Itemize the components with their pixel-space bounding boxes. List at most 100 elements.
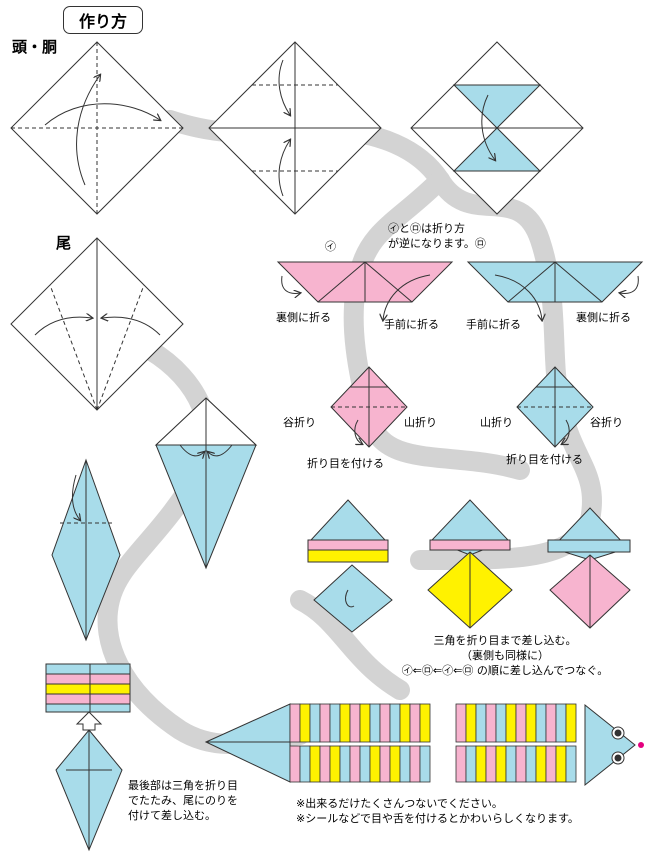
body-segment xyxy=(399,745,411,783)
body-segment xyxy=(505,745,517,783)
tail-note-line2: でたたみ、尾にのりを xyxy=(128,794,238,807)
body-segment xyxy=(475,745,487,783)
body-segment xyxy=(359,703,371,743)
assembly-right xyxy=(547,507,631,629)
assembly-middle xyxy=(427,499,513,629)
body-segment xyxy=(525,703,537,743)
body-segment xyxy=(379,745,391,783)
small-diamond-pink xyxy=(330,366,408,448)
body-segment xyxy=(419,703,431,743)
tail-kite-fold xyxy=(154,397,258,570)
step-diamond-2 xyxy=(208,41,382,215)
body-segment xyxy=(379,703,391,743)
body-segment xyxy=(309,745,321,783)
body-segment xyxy=(349,745,361,783)
body-segment xyxy=(369,745,381,783)
body-segment xyxy=(339,745,351,783)
insert-note-line1: 三角を折り目まで差し込む。 xyxy=(433,634,577,647)
label-valley-right: 谷折り xyxy=(590,416,623,429)
tail-diamond xyxy=(10,237,184,411)
body-segment xyxy=(369,703,381,743)
body-segment xyxy=(505,703,517,743)
section-head-body: 頭・胴 xyxy=(12,38,58,56)
body-segment xyxy=(339,703,351,743)
body-segment xyxy=(349,703,361,743)
tail-long-kite xyxy=(51,458,121,642)
body-segment xyxy=(495,745,507,783)
section-tail: 尾 xyxy=(56,234,72,252)
body-segment xyxy=(329,745,341,783)
body-segment xyxy=(289,745,301,783)
body-segment xyxy=(535,745,547,783)
body-segment xyxy=(565,745,577,783)
centipede-tail-spike xyxy=(204,703,291,783)
body-segment xyxy=(545,703,557,743)
triangle-blue xyxy=(466,261,644,320)
label-front-fold-left: 手前に折る xyxy=(384,318,439,331)
up-arrow xyxy=(75,711,103,731)
body-segment xyxy=(359,745,371,783)
body-segment xyxy=(399,703,411,743)
body-segment xyxy=(515,745,527,783)
body-segment xyxy=(465,745,477,783)
centipede-segments-left xyxy=(289,703,431,783)
body-segment xyxy=(409,703,421,743)
body-segment xyxy=(419,745,431,783)
body-segment xyxy=(485,703,497,743)
tail-note-line1: 最後部は三角を折り目 xyxy=(128,779,238,792)
body-segment xyxy=(389,745,401,783)
body-segment xyxy=(515,703,527,743)
step-diamond-3 xyxy=(410,41,584,215)
body-segment xyxy=(455,703,467,743)
body-segment xyxy=(299,745,311,783)
bottom-note-line1: ※出来るだけたくさんつないでください。 xyxy=(296,797,503,810)
body-segment xyxy=(535,703,547,743)
body-segment xyxy=(389,703,401,743)
body-segment xyxy=(309,703,321,743)
body-segment xyxy=(475,703,487,743)
body-segment xyxy=(525,745,537,783)
triangle-pink xyxy=(276,261,454,320)
bottom-note: ※出来るだけたくさんつないでください。 ※シールなどで目や舌を付けるとかわいらし… xyxy=(296,796,579,826)
label-mountain-left: 山折り xyxy=(404,416,437,429)
final-tail-kite xyxy=(55,729,123,852)
body-segment xyxy=(555,745,567,783)
centipede-head xyxy=(584,703,644,787)
body-segment xyxy=(545,745,557,783)
step-diamond-1 xyxy=(10,41,184,215)
body-segment xyxy=(299,703,311,743)
tail-note-line3: 付けて差し込む。 xyxy=(128,809,216,822)
stacked-strips xyxy=(45,663,131,713)
assembly-left xyxy=(307,499,393,633)
bottom-note-line2: ※シールなどで目や舌を付けるとかわいらしくなります。 xyxy=(296,812,579,825)
small-diamond-blue xyxy=(516,366,594,448)
body-segment xyxy=(495,703,507,743)
label-mountain-right: 山折り xyxy=(480,416,513,429)
body-segment xyxy=(319,745,331,783)
label-front-fold-right: 手前に折る xyxy=(466,318,521,331)
page-title: 作り方 xyxy=(63,6,143,34)
body-segment xyxy=(409,745,421,783)
body-segment xyxy=(565,703,577,743)
insert-note: 三角を折り目まで差し込む。 （裏側も同様に） ㋑⇐㋺⇐㋑⇐㋺ の順に差し込んでつ… xyxy=(370,633,640,678)
body-segment xyxy=(329,703,341,743)
centipede-segments-right xyxy=(455,703,577,783)
label-valley-left: 谷折り xyxy=(283,416,316,429)
fold-note-line2: が逆になります。㋺ xyxy=(388,237,486,250)
label-crease-right: 折り目を付ける xyxy=(506,453,583,466)
body-segment xyxy=(485,745,497,783)
marker-i: ㋑ xyxy=(325,240,336,253)
body-segment xyxy=(555,703,567,743)
label-crease-left: 折り目を付ける xyxy=(307,457,384,470)
insert-note-line2: （裏側も同様に） xyxy=(461,649,549,662)
label-back-fold-right: 裏側に折る xyxy=(576,311,631,324)
body-segment xyxy=(455,745,467,783)
label-back-fold-left: 裏側に折る xyxy=(276,311,331,324)
body-segment xyxy=(465,703,477,743)
tail-note: 最後部は三角を折り目 でたたみ、尾にのりを 付けて差し込む。 xyxy=(128,778,238,823)
fold-note-line1: ㋑と㋺は折り方 xyxy=(388,222,465,235)
body-segment xyxy=(319,703,331,743)
insert-note-line3: ㋑⇐㋺⇐㋑⇐㋺ の順に差し込んでつなぐ。 xyxy=(401,664,609,677)
body-segment xyxy=(289,703,301,743)
